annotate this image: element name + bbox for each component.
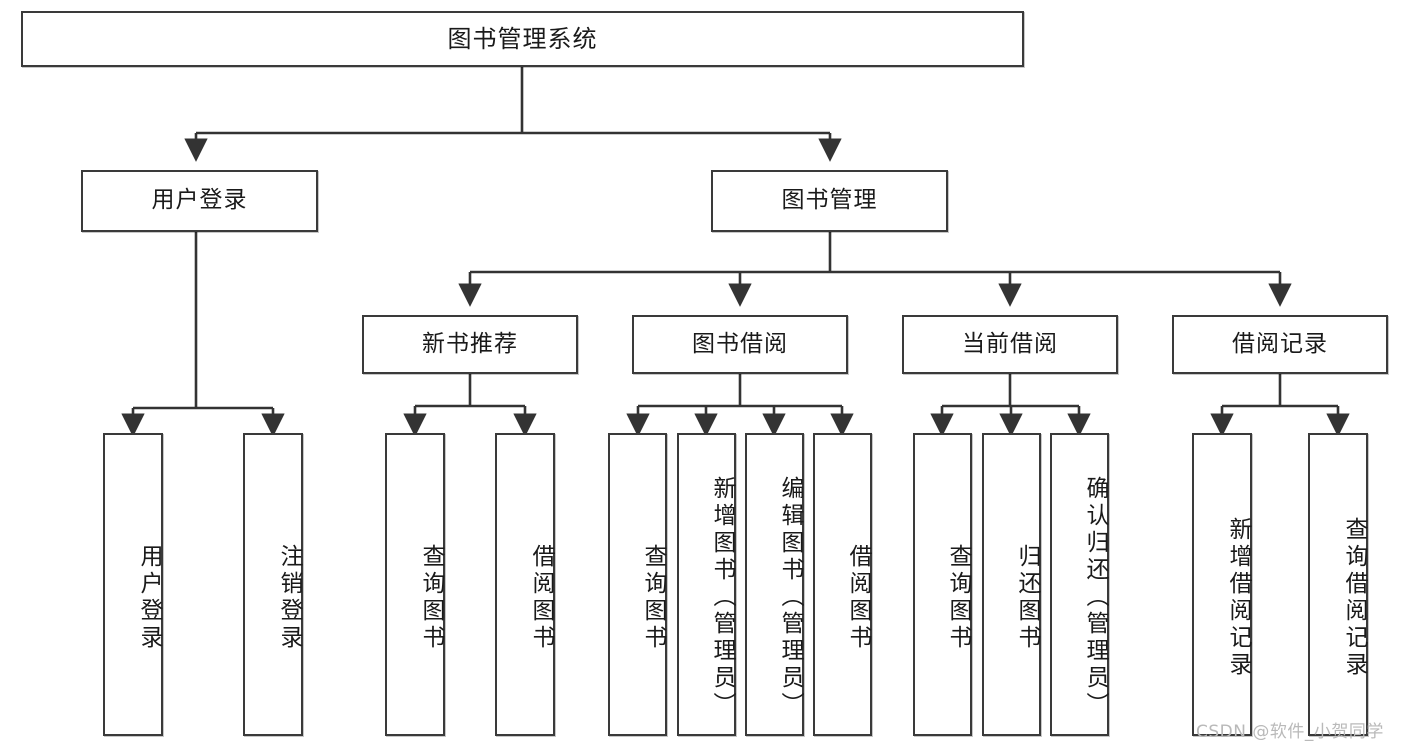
csdn-watermark: CSDN @软件_小贺同学 (1196, 722, 1384, 742)
node-label: 查询图书 (640, 543, 666, 652)
node-leaf-query-book-recommend[interactable]: 查询图书 (385, 433, 445, 736)
node-current-borrow[interactable]: 当前借阅 (902, 315, 1118, 374)
node-label: 图书管理 (781, 187, 878, 214)
node-leaf-user-login[interactable]: 用户登录 (103, 433, 163, 736)
node-leaf-query-book-borrow[interactable]: 查询图书 (608, 433, 667, 736)
node-label: 当前借阅 (962, 330, 1058, 357)
node-leaf-borrow-book-borrow[interactable]: 借阅图书 (813, 433, 872, 736)
node-label: 借阅图书 (528, 543, 554, 652)
node-book-manage[interactable]: 图书管理 (711, 170, 948, 232)
node-label: 新增图书（管理员） (709, 476, 735, 719)
node-new-book-recommend[interactable]: 新书推荐 (362, 315, 578, 374)
node-leaf-confirm-return-admin[interactable]: 确认归还（管理员） (1050, 433, 1109, 736)
node-leaf-add-borrow-record[interactable]: 新增借阅记录 (1192, 433, 1252, 736)
node-label: 借阅记录 (1232, 330, 1328, 357)
node-label: 新增借阅记录 (1225, 516, 1251, 679)
node-leaf-add-book-admin[interactable]: 新增图书（管理员） (677, 433, 736, 736)
node-label: 编辑图书（管理员） (777, 476, 803, 719)
node-leaf-edit-book-admin[interactable]: 编辑图书（管理员） (745, 433, 804, 736)
node-label: 确认归还（管理员） (1082, 476, 1108, 719)
node-label: 图书借阅 (692, 330, 788, 357)
node-label: 图书管理系统 (447, 24, 598, 53)
node-label: 查询借阅记录 (1341, 516, 1367, 679)
node-user-login[interactable]: 用户登录 (81, 170, 318, 232)
node-leaf-query-borrow-record[interactable]: 查询借阅记录 (1308, 433, 1368, 736)
node-label: 借阅图书 (845, 543, 871, 652)
node-leaf-return-book[interactable]: 归还图书 (982, 433, 1041, 736)
node-label: 查询图书 (418, 543, 444, 652)
node-label: 用户登录 (151, 187, 248, 214)
node-borrow-record[interactable]: 借阅记录 (1172, 315, 1388, 374)
node-label: 归还图书 (1014, 543, 1040, 652)
node-book-borrow[interactable]: 图书借阅 (632, 315, 848, 374)
node-leaf-borrow-book-recommend[interactable]: 借阅图书 (495, 433, 555, 736)
node-root-book-management-system[interactable]: 图书管理系统 (21, 11, 1024, 67)
node-label: 用户登录 (136, 543, 162, 652)
node-label: 查询图书 (945, 543, 971, 652)
node-leaf-query-book-current[interactable]: 查询图书 (913, 433, 972, 736)
node-label: 注销登录 (276, 543, 302, 652)
node-label: 新书推荐 (422, 330, 518, 357)
node-leaf-user-logout[interactable]: 注销登录 (243, 433, 303, 736)
